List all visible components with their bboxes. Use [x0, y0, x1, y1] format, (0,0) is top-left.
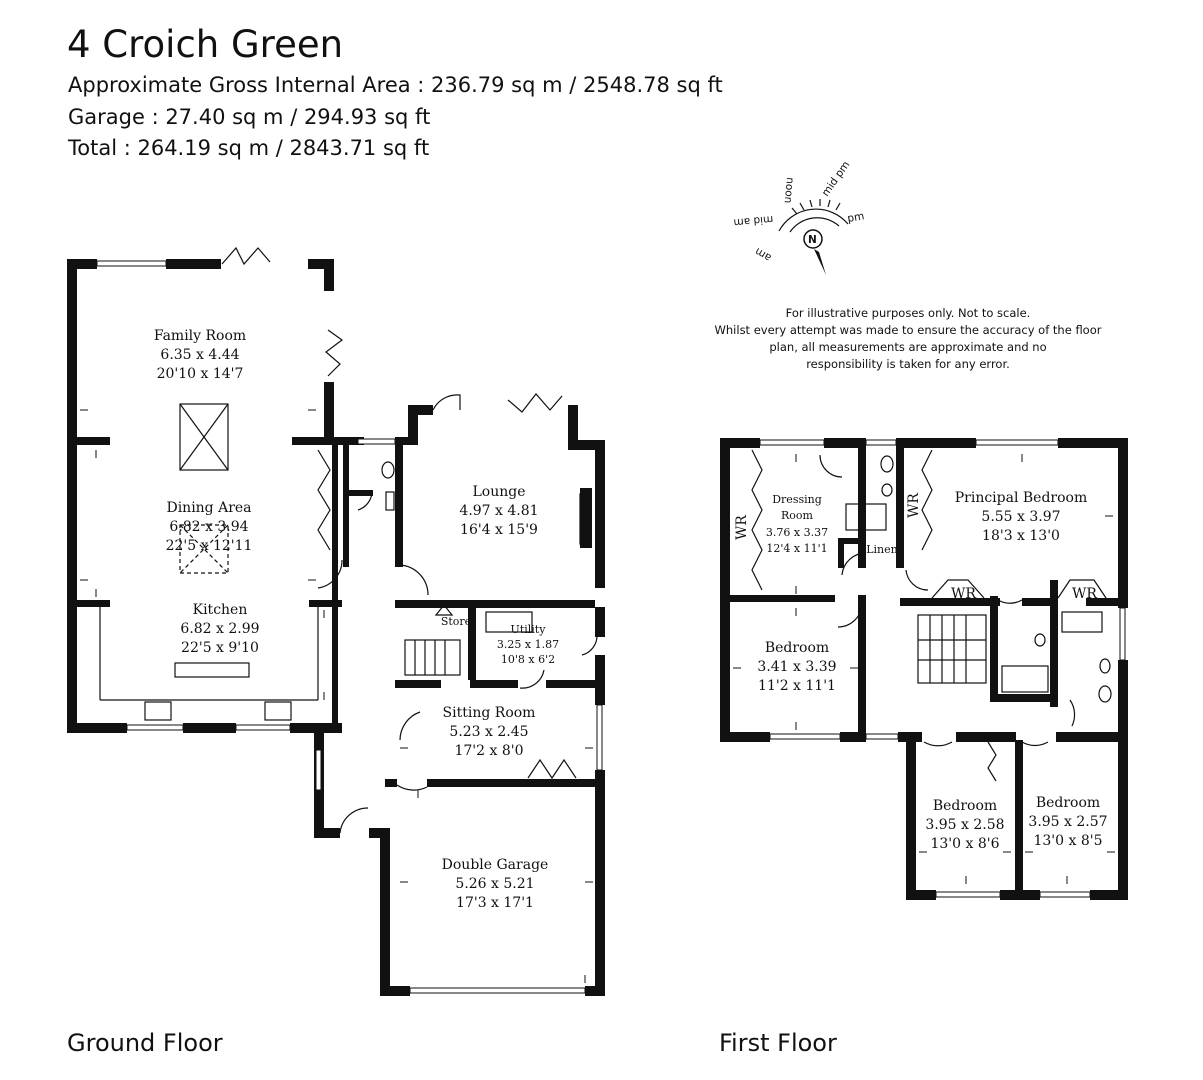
first-floor-label: First Floor	[719, 1029, 837, 1057]
disclaimer: For illustrative purposes only. Not to s…	[715, 306, 1102, 371]
compass-midam-label: mid am	[733, 213, 774, 228]
ground-floor-windows	[96, 260, 603, 994]
linen-cupboard-name: Linen	[866, 543, 898, 556]
bifold-door-lounge	[507, 393, 563, 413]
compass-arc-inner	[789, 217, 840, 233]
bedroom-4-imperial: 13'0 x 8'5	[1033, 833, 1102, 849]
compass-pm-label: pm	[846, 210, 865, 225]
bifold-door-family	[221, 246, 271, 266]
dressing-room-metric: 3.76 x 3.37	[766, 526, 828, 539]
first-floor-fixtures	[751, 449, 1112, 782]
compass-midpm-label: mid pm	[820, 159, 853, 199]
compass-am-label: am	[753, 245, 773, 264]
sitting-room-name: Sitting Room	[443, 705, 536, 721]
first-floor-windows	[759, 439, 1126, 898]
wardrobe-labels: WR WR WR WR	[734, 493, 1097, 602]
bedroom-3-name: Bedroom	[933, 798, 997, 814]
lounge-name: Lounge	[472, 484, 525, 500]
bedroom-3-imperial: 13'0 x 8'6	[930, 836, 999, 852]
disclaimer-line-1: For illustrative purposes only. Not to s…	[786, 306, 1031, 320]
double-garage-metric: 5.26 x 5.21	[455, 876, 534, 892]
ground-floor-label: Ground Floor	[67, 1029, 223, 1057]
utility-metric: 3.25 x 1.87	[497, 638, 559, 651]
compass-circle	[803, 229, 823, 249]
store-name: Store	[441, 615, 471, 628]
family-room-name: Family Room	[154, 328, 246, 344]
family-room-imperial: 20'10 x 14'7	[157, 366, 244, 382]
total-area: Total : 264.19 sq m / 2843.71 sq ft	[67, 136, 429, 160]
disclaimer-line-3: plan, all measurements are approximate a…	[769, 340, 1046, 354]
compass: N noon mid pm pm mid am am	[733, 159, 865, 275]
sitting-room-imperial: 17'2 x 8'0	[454, 743, 523, 759]
bedroom-2-metric: 3.41 x 3.39	[757, 659, 836, 675]
first-floor-dimension-ticks	[733, 454, 1115, 884]
compass-ticks	[791, 199, 841, 215]
compass-noon-label: noon	[782, 177, 796, 204]
garage-area: Garage : 27.40 sq m / 294.93 sq ft	[68, 105, 430, 129]
dining-area-imperial: 22'5 x 12'11	[166, 538, 253, 554]
utility-imperial: 10'8 x 6'2	[501, 653, 555, 666]
bedroom-4-name: Bedroom	[1036, 795, 1100, 811]
first-floor-walls	[720, 438, 1128, 900]
ground-floor-fixtures	[99, 403, 591, 780]
lounge-imperial: 16'4 x 15'9	[460, 522, 538, 538]
double-garage-imperial: 17'3 x 17'1	[456, 895, 534, 911]
dining-area-name: Dining Area	[166, 500, 251, 516]
principal-bedroom-name: Principal Bedroom	[955, 490, 1088, 506]
kitchen-name: Kitchen	[193, 602, 248, 618]
compass-north-label: N	[808, 234, 817, 246]
wardrobe-label-bath: WR	[1072, 586, 1097, 602]
bedroom-2-name: Bedroom	[765, 640, 829, 656]
wardrobe-label-dressing: WR	[734, 515, 750, 540]
kitchen-imperial: 22'5 x 9'10	[181, 640, 259, 656]
double-garage-name: Double Garage	[442, 857, 549, 873]
lounge-metric: 4.97 x 4.81	[459, 503, 538, 519]
dressing-room-name-2: Room	[781, 509, 814, 522]
compass-arc	[778, 208, 849, 232]
wardrobe-label-landing: WR	[951, 586, 976, 602]
ground-floor-dimension-ticks	[80, 409, 593, 983]
first-floor-room-labels: Dressing Room 3.76 x 3.37 12'4 x 11'1 Pr…	[757, 490, 1107, 852]
wardrobe-label-principal: WR	[906, 493, 922, 518]
property-title: 4 Croich Green	[67, 23, 343, 66]
sitting-room-metric: 5.23 x 2.45	[449, 724, 528, 740]
disclaimer-line-4: responsibility is taken for any error.	[806, 357, 1010, 371]
utility-name: Utility	[511, 623, 547, 636]
dressing-room-name-1: Dressing	[772, 493, 822, 506]
ground-floor-plan: Family Room 6.35 x 4.44 20'10 x 14'7 Din…	[67, 246, 605, 1057]
principal-bedroom-metric: 5.55 x 3.97	[981, 509, 1060, 525]
bedroom-2-imperial: 11'2 x 11'1	[758, 678, 836, 694]
family-room-metric: 6.35 x 4.44	[160, 347, 239, 363]
bifold-door-side	[325, 329, 344, 377]
north-arrow-icon	[814, 249, 826, 275]
ground-floor-room-labels: Family Room 6.35 x 4.44 20'10 x 14'7 Din…	[154, 328, 559, 911]
header: 4 Croich Green Approximate Gross Interna…	[67, 23, 723, 160]
kitchen-metric: 6.82 x 2.99	[180, 621, 259, 637]
disclaimer-line-2: Whilst every attempt was made to ensure …	[715, 323, 1102, 337]
gross-area: Approximate Gross Internal Area : 236.79…	[68, 73, 723, 97]
principal-bedroom-imperial: 18'3 x 13'0	[982, 528, 1060, 544]
dressing-room-imperial: 12'4 x 11'1	[766, 542, 827, 555]
bedroom-3-metric: 3.95 x 2.58	[925, 817, 1004, 833]
bedroom-4-metric: 3.95 x 2.57	[1028, 814, 1107, 830]
first-floor-plan: Dressing Room 3.76 x 3.37 12'4 x 11'1 Pr…	[719, 438, 1128, 1057]
dining-area-metric: 6.82 x 3.94	[169, 519, 248, 535]
ground-floor-door-swings	[317, 394, 598, 834]
